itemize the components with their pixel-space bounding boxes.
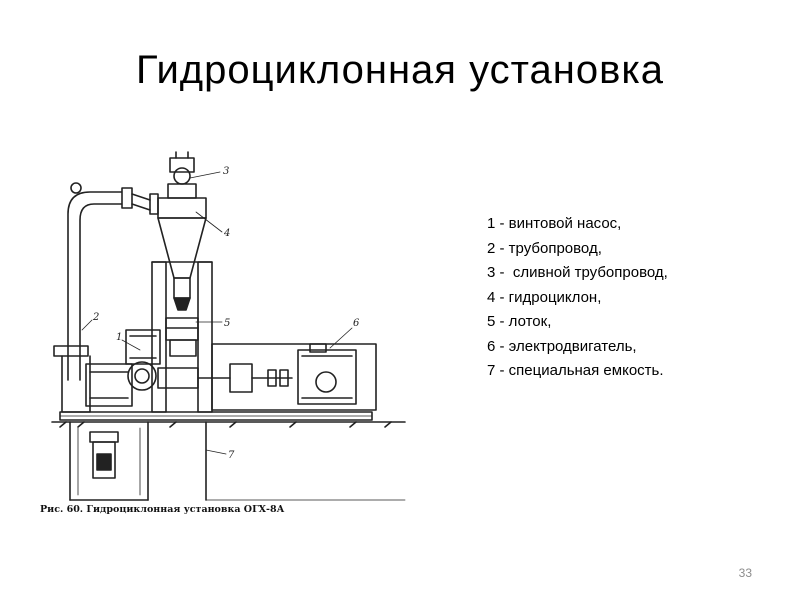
callout-7: 7	[228, 450, 235, 461]
hydrocyclone	[157, 151, 207, 311]
riser-pipe	[67, 182, 159, 381]
legend-item: 7 - специальная емкость.	[487, 362, 664, 379]
support-frame	[151, 261, 213, 413]
drain-box	[89, 431, 119, 479]
ground	[51, 421, 406, 428]
screw-pump	[53, 329, 161, 413]
slide-title: Гидроциклонная установка	[136, 48, 664, 92]
electric-motor	[211, 343, 377, 411]
special-tank	[69, 421, 406, 501]
hydrocyclone-installation-drawing: 3 4 5 6 2 1 7 Рис. 60. Гидроциклонная ус…	[40, 151, 406, 515]
legend-item: 5 - лоток,	[487, 313, 552, 330]
callout-5: 5	[224, 318, 230, 329]
callout-2: 2	[92, 312, 99, 323]
callout-1: 1	[116, 332, 122, 343]
legend-item: 4 - гидроциклон,	[487, 288, 602, 306]
component-legend: 1 - винтовой насос, 2 - трубопровод, 3 -…	[487, 212, 668, 384]
base-frame	[59, 411, 373, 421]
legend-item: 3 - сливной трубопровод,	[487, 264, 668, 281]
legend-item: 2 - трубопровод,	[487, 239, 602, 257]
drive-shaft	[157, 363, 293, 393]
figure-caption: Рис. 60. Гидроциклонная установка ОГХ-8А	[40, 504, 285, 515]
slide-page-number: 33	[738, 566, 752, 580]
callout-4: 4	[223, 228, 230, 239]
callout-6: 6	[353, 318, 360, 329]
legend-item: 1 - винтовой насос,	[487, 215, 622, 232]
callout-leaders	[81, 171, 353, 455]
callout-3: 3	[223, 166, 229, 177]
legend-item: 6 - электродвигатель,	[487, 337, 637, 355]
